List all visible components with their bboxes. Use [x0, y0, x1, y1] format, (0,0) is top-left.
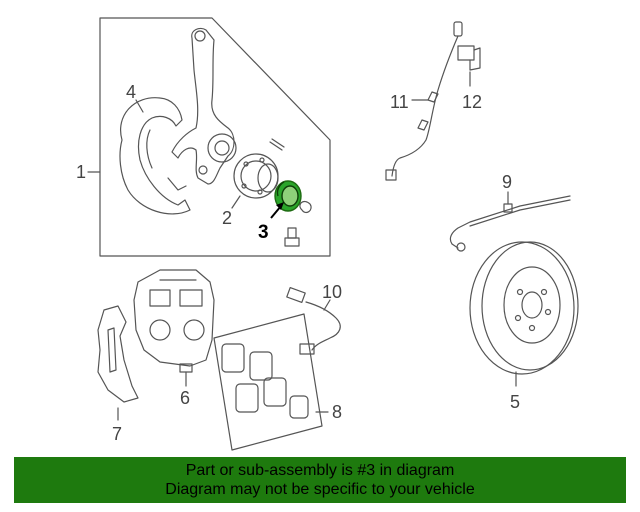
ball-joint	[284, 227, 300, 247]
leader-10	[323, 299, 331, 311]
label-12: 12	[462, 92, 482, 112]
wheel-hub[interactable]	[233, 153, 279, 199]
label-9: 9	[502, 172, 512, 192]
leader-2	[231, 195, 241, 209]
label-5: 5	[510, 392, 520, 412]
brake-hose-9[interactable]	[449, 195, 571, 252]
brake-caliper-6[interactable]	[133, 269, 215, 373]
abs-sensor-11[interactable]	[385, 21, 463, 181]
label-3: 3	[258, 222, 269, 243]
snap-ring	[299, 200, 312, 214]
label-4: 4	[126, 82, 136, 102]
dust-shield[interactable]	[119, 97, 191, 215]
highlight-arrow	[270, 202, 284, 219]
info-banner: Part or sub-assembly is #3 in diagram Di…	[14, 457, 626, 503]
label-2: 2	[222, 208, 232, 228]
label-6: 6	[180, 388, 190, 408]
label-10: 10	[322, 282, 342, 302]
connector-12[interactable]	[457, 45, 481, 71]
banner-line-2: Diagram may not be specific to your vehi…	[165, 481, 475, 498]
brake-pad-kit-8[interactable]	[213, 313, 323, 451]
label-7: 7	[112, 424, 122, 444]
parts-diagram: 1 2 3 4 5 6 7 8 9 10 11 12	[76, 17, 579, 451]
label-1: 1	[76, 162, 86, 182]
caliper-bracket-7[interactable]	[97, 305, 139, 403]
assembly-1-panel	[99, 17, 331, 257]
label-11: 11	[390, 92, 409, 112]
bolt	[269, 138, 285, 151]
label-8: 8	[332, 402, 342, 422]
leader-4	[135, 99, 144, 113]
steering-knuckle[interactable]	[171, 27, 237, 185]
brake-rotor-5[interactable]	[469, 241, 579, 375]
banner-line-1: Part or sub-assembly is #3 in diagram	[185, 462, 455, 479]
